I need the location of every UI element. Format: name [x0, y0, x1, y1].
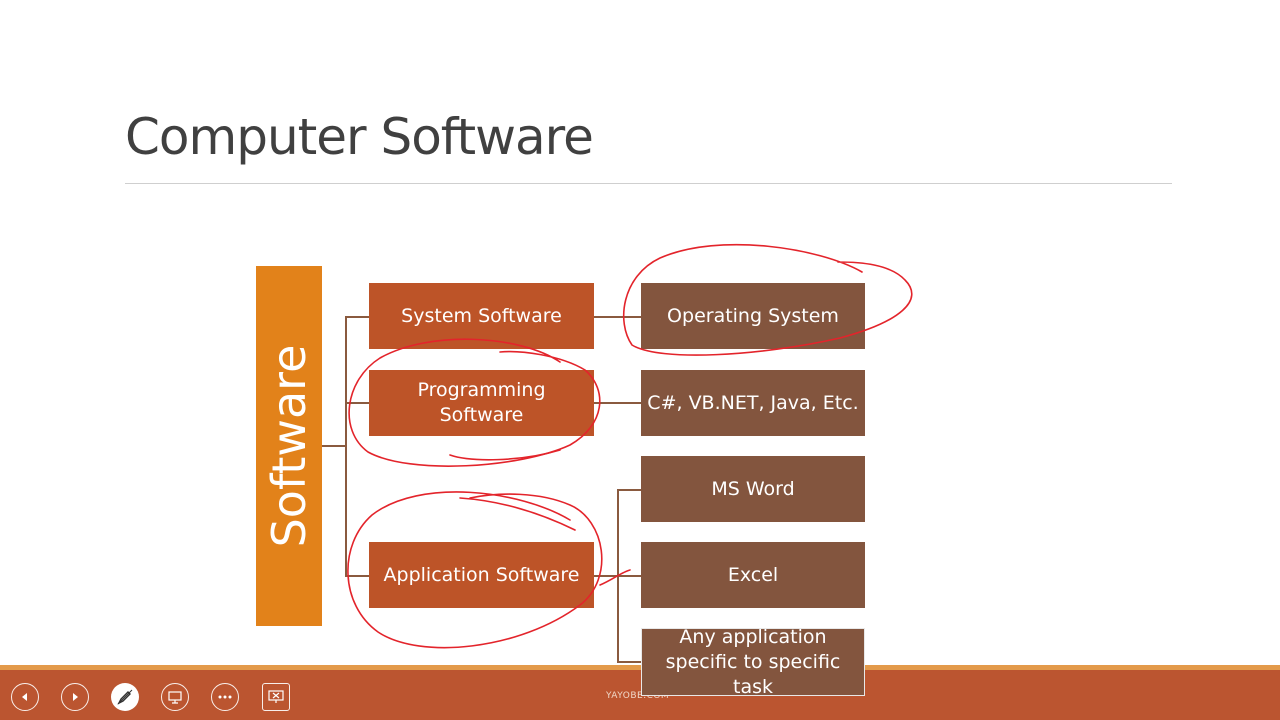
connector-system	[345, 316, 369, 318]
node-excel: Excel	[641, 542, 865, 608]
connector-programming	[345, 402, 369, 404]
node-ms-word: MS Word	[641, 456, 865, 522]
presentation-toolbar	[0, 665, 1280, 720]
next-icon[interactable]	[61, 683, 89, 711]
connector-languages	[594, 402, 641, 404]
node-programming-software: Programming Software	[369, 370, 594, 436]
watermark: YAYOBE.COM	[606, 691, 670, 701]
connector-root-stub	[322, 445, 346, 447]
slides-icon[interactable]	[161, 683, 189, 711]
connector-any-app	[617, 661, 641, 663]
ink-mark-application	[459, 497, 576, 531]
root-node-label: Software	[262, 344, 316, 548]
node-programming-software-label: Programming Software	[417, 379, 546, 426]
previous-icon[interactable]	[11, 683, 39, 711]
node-any-application: Any application specific to specific tas…	[641, 626, 865, 698]
pen-icon[interactable]	[111, 683, 139, 711]
node-operating-system: Operating System	[641, 283, 865, 349]
root-node	[256, 266, 322, 626]
connector-application	[345, 575, 369, 577]
node-languages: C#, VB.NET, Java, Etc.	[641, 370, 865, 436]
end-show-icon[interactable]	[262, 683, 290, 711]
more-icon[interactable]	[211, 683, 239, 711]
connector-spine	[345, 316, 347, 575]
node-system-software: System Software	[369, 283, 594, 349]
connector-excel	[617, 575, 641, 577]
connector-app-stub	[594, 575, 618, 577]
ink-stroke-application	[599, 569, 631, 586]
title-divider	[125, 183, 1172, 184]
connector-os	[594, 316, 641, 318]
node-application-software: Application Software	[369, 542, 594, 608]
slide-title: Computer Software	[125, 108, 594, 166]
ink-stroke-programming	[449, 449, 561, 461]
connector-msword	[617, 489, 641, 491]
node-any-application-label: Any application specific to specific tas…	[665, 625, 841, 698]
